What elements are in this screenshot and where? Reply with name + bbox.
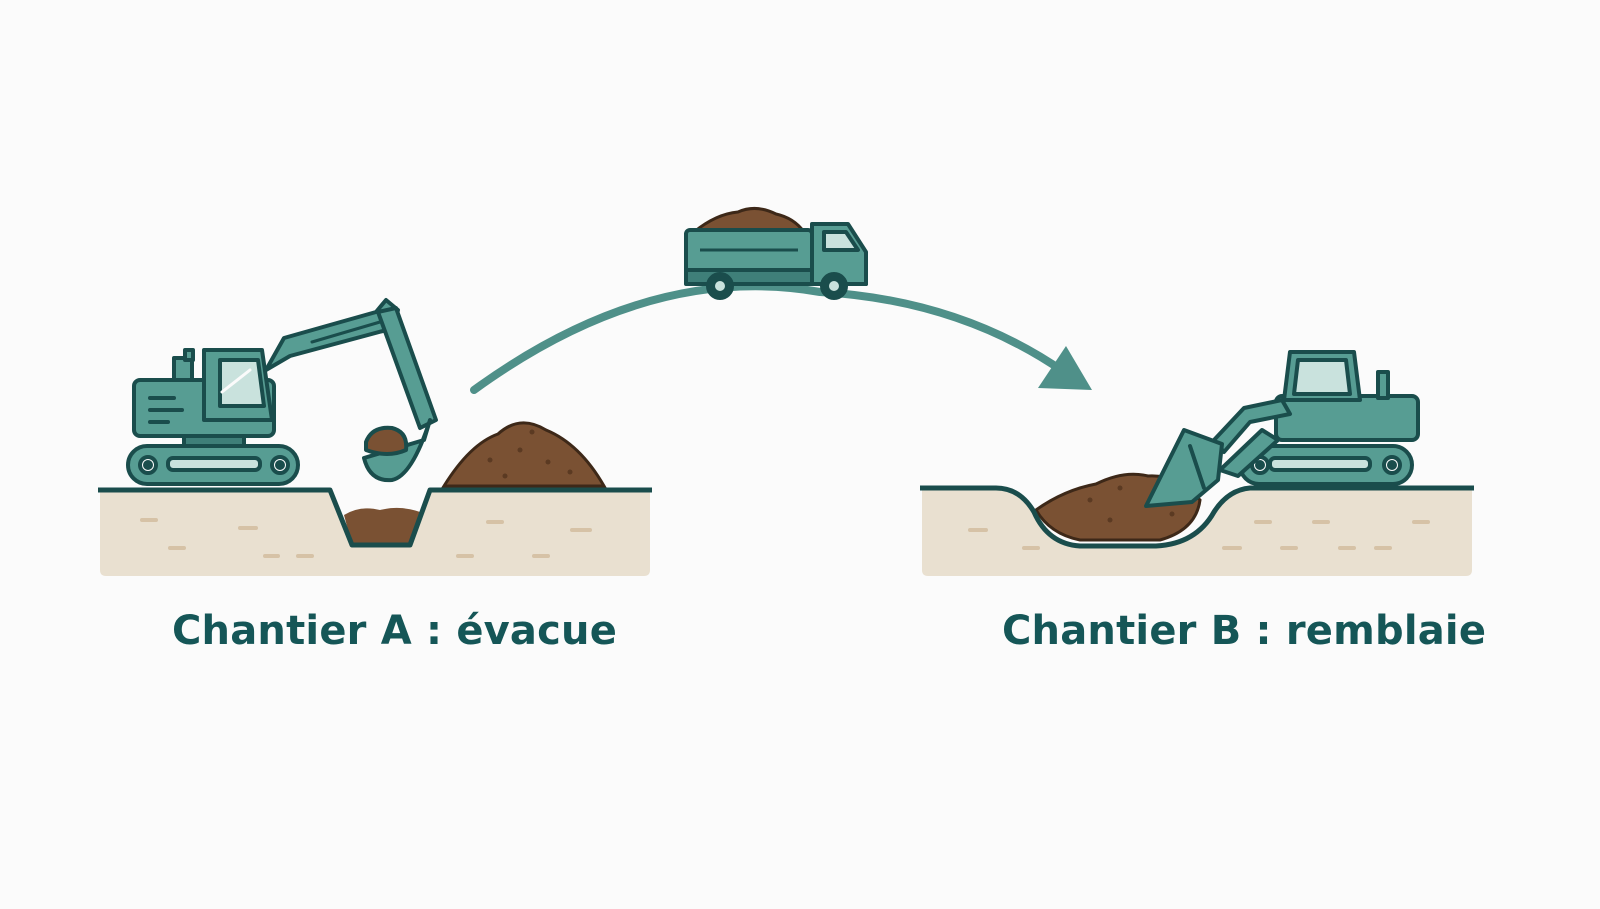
dump-truck-icon — [684, 207, 868, 300]
excavator-icon — [126, 298, 438, 486]
site-a-label: Chantier A : évacue — [172, 608, 618, 654]
bulldozer-icon — [1144, 350, 1420, 508]
ground-site-a — [98, 487, 652, 576]
soil-fill-trench-a — [344, 507, 420, 545]
transfer-arrow-icon — [470, 282, 1092, 394]
site-b-label: Chantier B : remblaie — [1002, 608, 1487, 654]
soil-pile-a — [441, 421, 607, 488]
